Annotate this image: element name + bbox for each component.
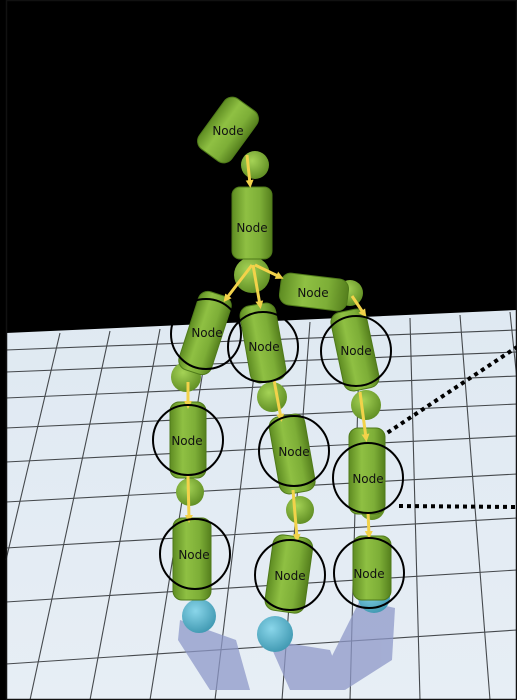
foot-2	[257, 616, 293, 652]
node-circle-leg2-mid	[258, 415, 330, 487]
edge-leg2-mid-lower	[291, 489, 301, 542]
node-label-leg1-upper: Node	[191, 326, 222, 340]
edge-leg3-upper-mid	[358, 391, 370, 442]
node-circle-leg1-lower	[159, 518, 231, 590]
foot-1	[182, 599, 216, 633]
node-circles	[152, 298, 405, 611]
edge-link-leg3	[350, 295, 367, 318]
node-label-hip-link: Node	[297, 286, 328, 300]
node-labels: Node Node Node Node Node Node Node Node …	[171, 124, 384, 583]
edge-leg3-mid-lower	[364, 511, 373, 539]
node-circle-leg3-lower	[333, 537, 405, 609]
node-circle-leg2-lower	[254, 539, 326, 611]
edge-spine-link	[254, 263, 284, 279]
node-circle-leg1-upper	[170, 298, 242, 370]
node-label-head: Node	[212, 124, 243, 138]
node-circle-leg1-mid	[152, 404, 224, 476]
node-label-leg2-upper: Node	[248, 340, 279, 354]
node-label-leg3-mid: Node	[352, 472, 383, 486]
graph-edges	[184, 154, 373, 542]
edge-spine-leg1	[223, 264, 254, 303]
node-label-leg3-upper: Node	[340, 344, 371, 358]
callout-lines	[379, 345, 517, 509]
node-label-leg2-mid: Node	[278, 445, 309, 459]
node-label-leg1-lower: Node	[178, 548, 209, 562]
edge-head-spine	[245, 154, 254, 188]
robot-shadow	[178, 600, 395, 690]
node-circle-leg3-upper	[320, 315, 392, 387]
node-circle-leg2-upper	[227, 311, 299, 383]
node-label-leg2-lower: Node	[274, 569, 305, 583]
edge-spine-leg2	[251, 264, 264, 309]
edge-leg2-upper-mid	[272, 379, 285, 422]
node-label-leg3-lower: Node	[353, 567, 384, 581]
edge-leg1-mid-lower	[184, 475, 193, 523]
node-label-spine: Node	[236, 221, 267, 235]
node-circle-leg3-mid	[332, 442, 404, 514]
node-label-leg1-mid: Node	[171, 434, 202, 448]
